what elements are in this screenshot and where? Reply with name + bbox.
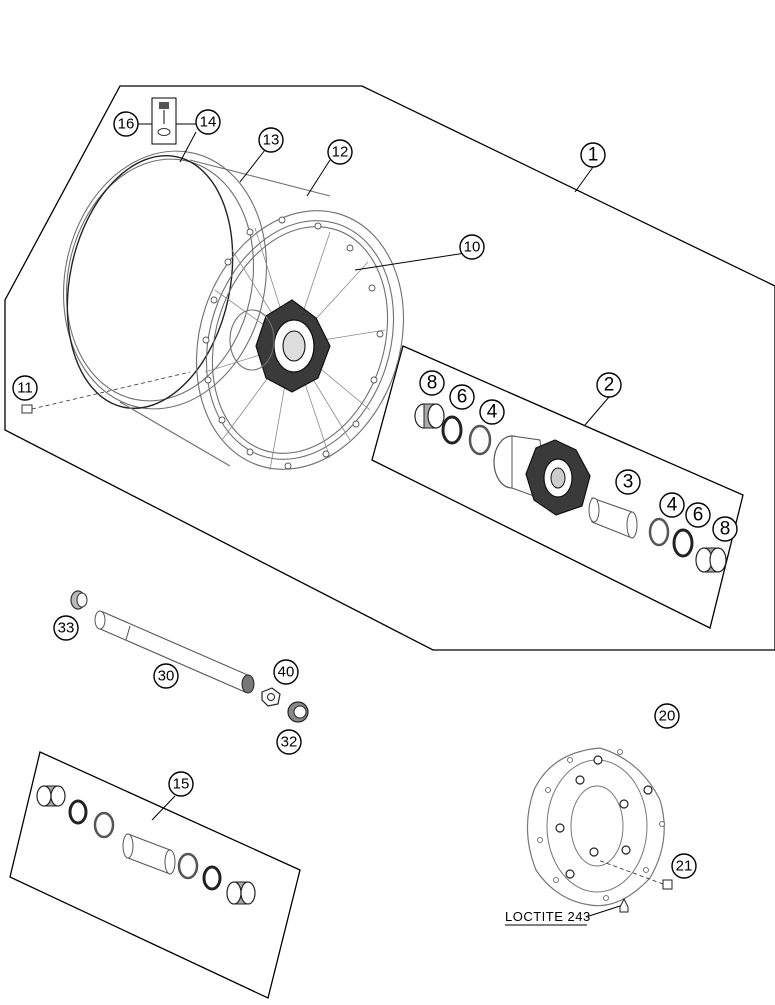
callout-label-6a: 6	[457, 387, 468, 408]
callout-6a: 6	[449, 384, 475, 410]
wheel-hub	[229, 299, 331, 393]
callout-30: 30	[153, 663, 179, 689]
callout-label-32: 32	[281, 734, 298, 751]
callout-4b: 4	[659, 492, 685, 518]
callout-10: 10	[459, 234, 485, 260]
callout-label-40: 40	[278, 664, 295, 681]
wheel-rim	[62, 150, 405, 470]
callout-label-8b: 8	[720, 519, 731, 540]
callout-1: 1	[580, 142, 606, 168]
bearing-kit	[36, 785, 256, 905]
callout-2: 2	[596, 372, 622, 398]
callout-label-2: 2	[604, 375, 615, 396]
callout-8b: 8	[712, 516, 738, 542]
callout-label-30: 30	[158, 668, 175, 685]
axle-parts	[70, 590, 309, 723]
callout-label-6b: 6	[693, 505, 704, 526]
callout-label-20: 20	[659, 708, 676, 725]
spoke-nipples	[202, 216, 384, 470]
valve-box	[151, 97, 177, 145]
callout-label-4a: 4	[487, 402, 498, 423]
loctite-drop-icon	[619, 897, 629, 913]
callout-label-33: 33	[58, 620, 75, 637]
valve-nut-icon	[157, 128, 171, 136]
callout-label-4b: 4	[667, 495, 678, 516]
callout-15: 15	[168, 771, 194, 797]
loctite-note: LOCTITE 243	[505, 909, 591, 924]
callout-20: 20	[654, 703, 680, 729]
brake-disc	[526, 747, 665, 907]
bearing-kit-frame	[9, 751, 301, 999]
callout-33: 33	[53, 615, 79, 641]
callout-label-14: 14	[200, 114, 217, 131]
callout-label-11: 11	[17, 380, 33, 397]
part-11-valve	[21, 371, 191, 414]
callout-4a: 4	[479, 399, 505, 425]
callout-3: 3	[615, 469, 641, 495]
callout-label-13: 13	[263, 132, 280, 149]
callout-40: 40	[273, 659, 299, 685]
callout-label-3: 3	[623, 472, 634, 493]
callout-label-16: 16	[118, 116, 135, 133]
callout-13: 13	[258, 127, 284, 153]
callout-label-15: 15	[173, 776, 190, 793]
callout-label-12: 12	[332, 144, 349, 161]
callout-8a: 8	[419, 370, 445, 396]
leader-lines	[138, 123, 621, 918]
callout-6b: 6	[685, 502, 711, 528]
hub-assembly-frame	[371, 345, 744, 629]
callout-14: 14	[195, 109, 221, 135]
callout-11: 11	[12, 375, 38, 401]
disc-bolt	[597, 859, 673, 890]
wheel-assembly-frame	[4, 85, 775, 651]
valve-cap-icon	[159, 102, 169, 109]
callout-label-21: 21	[676, 858, 693, 875]
callout-label-10: 10	[464, 239, 481, 256]
callout-12: 12	[327, 139, 353, 165]
hub-exploded	[414, 403, 727, 573]
callout-32: 32	[276, 729, 302, 755]
callout-label-8a: 8	[427, 373, 438, 394]
callout-label-1: 1	[588, 145, 599, 166]
callout-21: 21	[671, 853, 697, 879]
callout-16: 16	[113, 111, 139, 137]
